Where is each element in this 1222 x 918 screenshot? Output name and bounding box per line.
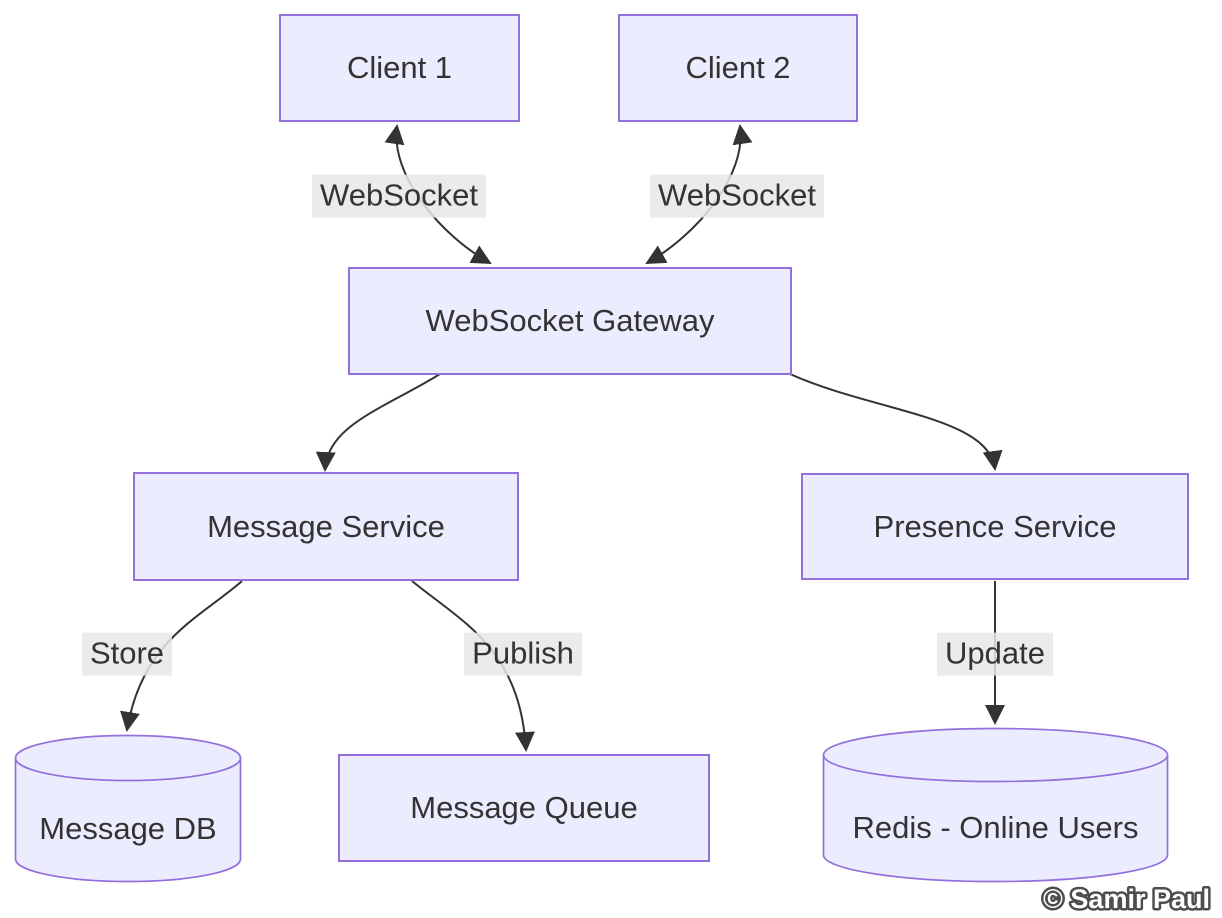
watermark-text: © Samir Paul [1043,884,1210,914]
edge-label-publish: Publish [464,632,582,676]
edge-gateway-presence-service [789,373,1003,471]
edge-message-service-message-db [120,580,243,732]
node-client-1-label: Client 1 [346,50,453,85]
node-redis-online-users-label: Redis - Online Users [852,810,1139,845]
node-message-db: Message DB [14,734,242,883]
node-message-queue-label: Message Queue [410,790,638,825]
edge-label-store: Store [81,632,173,676]
node-presence-service-label: Presence Service [873,508,1117,544]
node-client-1: Client 1 [279,14,520,122]
node-message-db-label: Message DB [39,811,217,846]
watermark: © Samir Paul [1041,882,1213,917]
node-redis-online-users: Redis - Online Users [822,727,1169,883]
node-presence-service: Presence Service [801,473,1189,580]
edge-label-websocket-2: WebSocket [650,174,824,218]
node-client-2: Client 2 [618,14,858,122]
node-websocket-gateway-label: WebSocket Gateway [425,303,715,338]
node-message-service-label: Message Service [207,508,445,544]
node-message-service: Message Service [133,472,519,581]
database-cylinder-icon [822,727,1169,883]
edge-gateway-message-service [315,373,441,472]
edge-label-websocket-1: WebSocket [312,174,486,218]
node-client-2-label: Client 2 [685,50,791,85]
node-message-queue: Message Queue [338,754,710,862]
node-websocket-gateway: WebSocket Gateway [348,267,792,375]
edge-label-update: Update [937,632,1053,676]
database-cylinder-icon [14,734,242,883]
